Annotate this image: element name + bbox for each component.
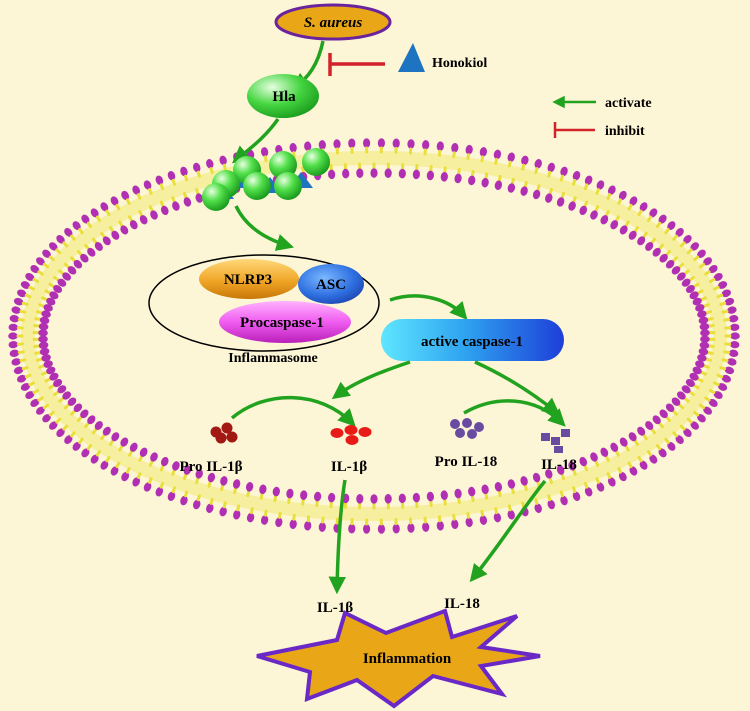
il-18-label: IL-18 (541, 457, 577, 473)
legend-inhibit-bar-icon (553, 122, 595, 138)
inflammation-starburst: Inflammation (256, 608, 541, 709)
s-aureus-node: S. aureus (274, 3, 392, 41)
hla-label: Hla (272, 89, 296, 105)
inhibit-honokiol-to-hla (328, 53, 385, 76)
asc-label: ASC (316, 277, 346, 293)
inflammasome-caption: Inflammasome (228, 351, 317, 366)
pro-il-1b-icon (210, 422, 238, 444)
arrow-caspase-to-il1b-cleavage (331, 360, 411, 400)
arrow-pore-to-inflammasome (234, 205, 295, 251)
pro-il-18-icon (450, 418, 484, 439)
asc-node (298, 264, 364, 304)
arrow-pro-il1b-to-il1b (230, 395, 356, 427)
procaspase-1-node (219, 301, 351, 343)
honokiol-label: Honokiol (432, 56, 487, 71)
pro-il-18-label: Pro IL-18 (435, 454, 498, 470)
nlrp3-label: NLRP3 (224, 272, 272, 288)
procaspase-1-label: Procaspase-1 (240, 315, 324, 331)
honokiol-triangle-icon (398, 43, 425, 72)
arrow-inflammasome-to-caspase (389, 294, 468, 320)
pro-il-1b-label: Pro IL-1β (179, 459, 242, 475)
s-aureus-label: S. aureus (304, 15, 363, 31)
il-18-secreted-label: IL-18 (444, 596, 480, 612)
arrow-il1b-secretion (328, 479, 347, 595)
arrow-hla-to-pore (231, 118, 280, 164)
il-1b-label: IL-1β (331, 459, 367, 475)
legend: activate inhibit (552, 95, 652, 139)
inflammasome-complex: Procaspase-1 NLRP3 ASC (148, 254, 380, 352)
hla-node: Hla (247, 74, 319, 118)
hla-pore-cluster (202, 148, 330, 211)
active-caspase-1-node: active caspase-1 (381, 319, 564, 361)
il-18-icon (541, 429, 570, 453)
arrow-il18-secretion (469, 479, 547, 583)
nlrp3-node (199, 259, 299, 299)
arrow-pro-il18-to-il18 (463, 399, 566, 427)
il-1b-icon (330, 425, 372, 445)
inflammation-label: Inflammation (363, 651, 452, 667)
arrow-caspase-to-il18-cleavage (474, 360, 561, 416)
active-caspase-1-label: active caspase-1 (421, 334, 523, 350)
legend-inhibit-label: inhibit (605, 124, 645, 139)
legend-activate-label: activate (605, 96, 652, 111)
